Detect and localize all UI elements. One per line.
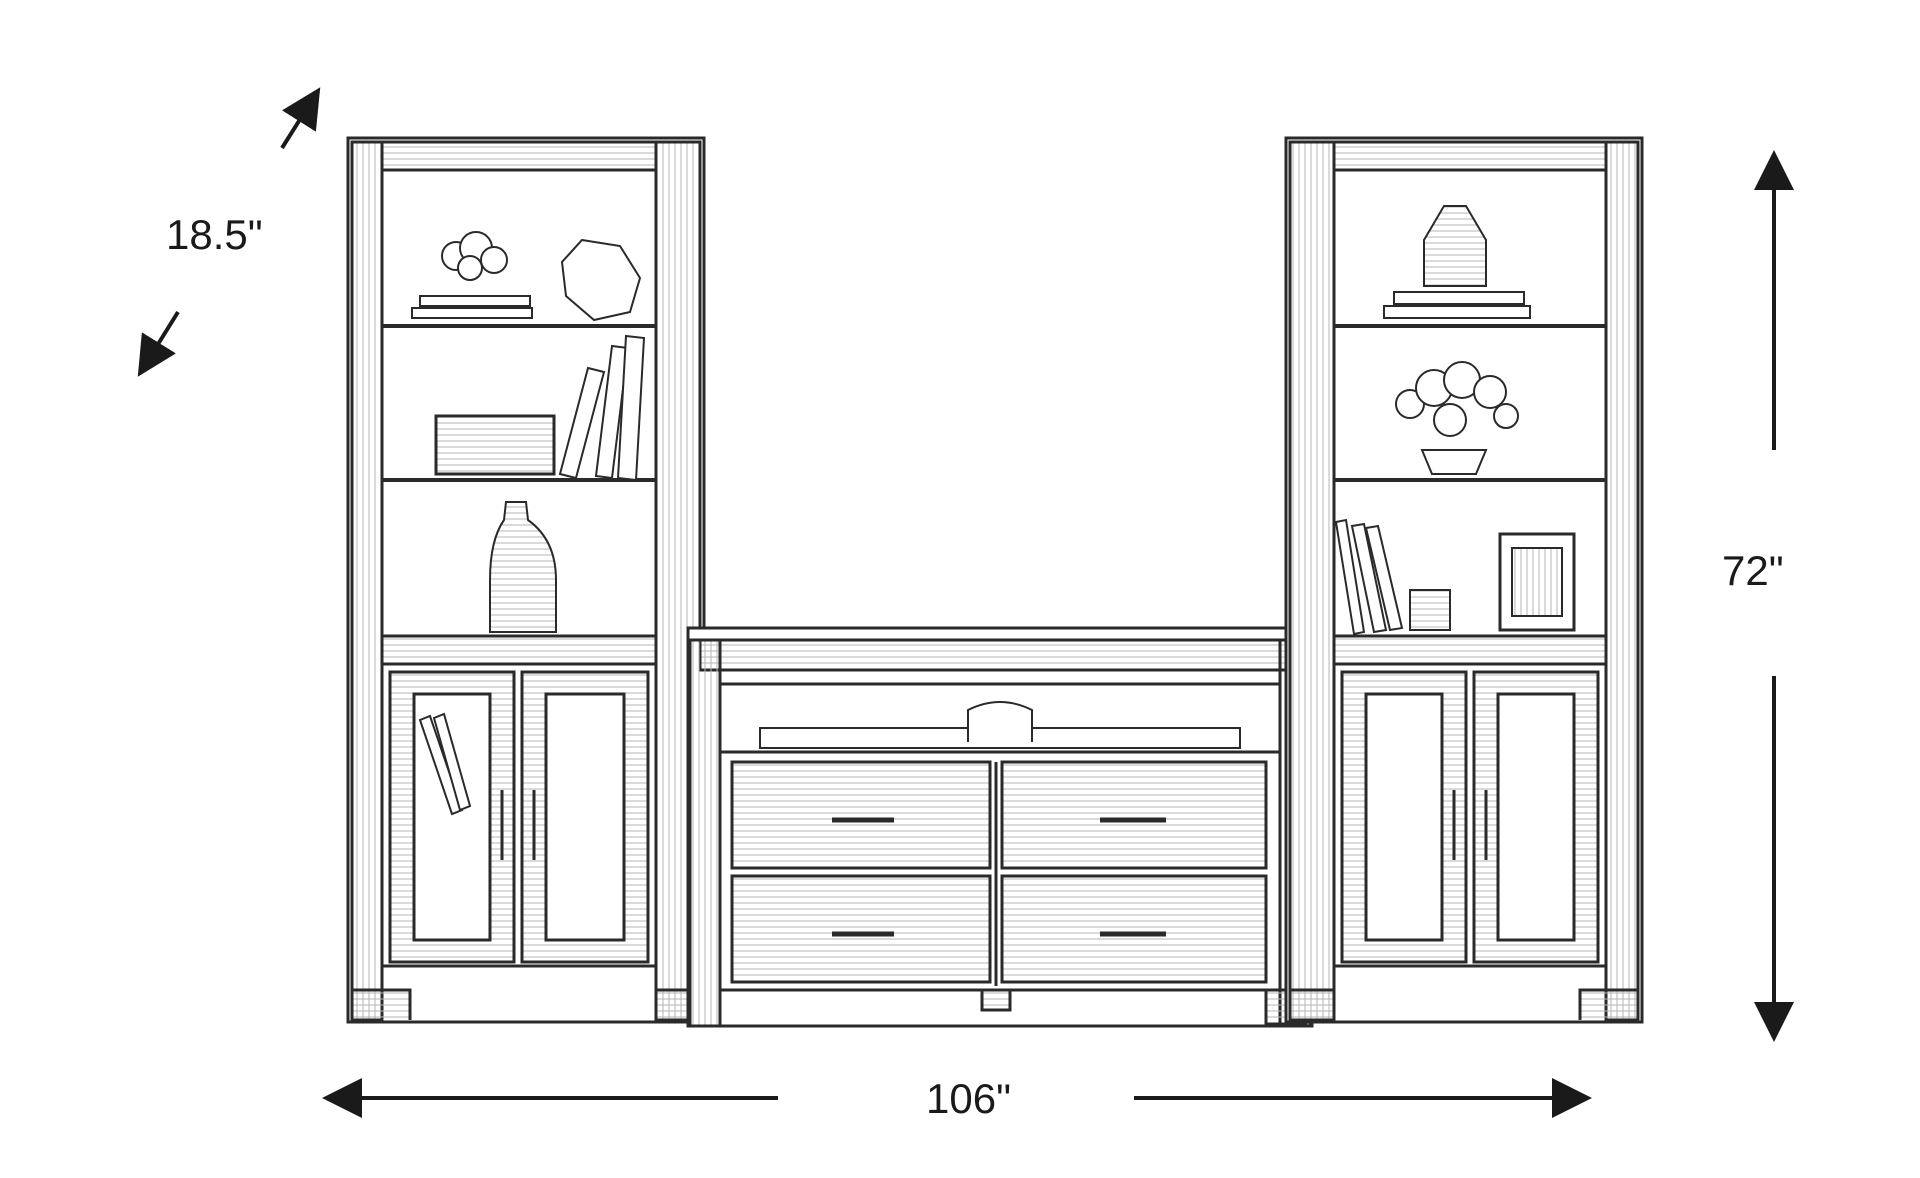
decorative-box (434, 414, 556, 476)
lantern-decor (1423, 205, 1487, 287)
vase-decor (489, 501, 557, 633)
right-pier-bookcase (1284, 136, 1644, 1024)
geometric-sculpture-decor (560, 238, 642, 322)
tv-console (686, 626, 1314, 1028)
height-dimension-label: 72" (1722, 547, 1784, 594)
cabinet-books (418, 712, 472, 816)
depth-dimension-label: 18.5" (166, 211, 263, 258)
clock-decor (967, 701, 1033, 742)
standing-books (1334, 518, 1404, 636)
jar-decor (1409, 589, 1451, 631)
stacked-books (1383, 291, 1531, 319)
dimension-arrows (137, 87, 1794, 1118)
depth-arrow-up (280, 87, 321, 150)
plant-decor (411, 231, 533, 319)
width-dimension-label: 106" (926, 1075, 1011, 1122)
leaning-books (558, 334, 646, 482)
bonsai-decor (1395, 361, 1519, 475)
left-pier-bookcase (346, 136, 706, 1024)
depth-arrow-down (137, 310, 180, 377)
